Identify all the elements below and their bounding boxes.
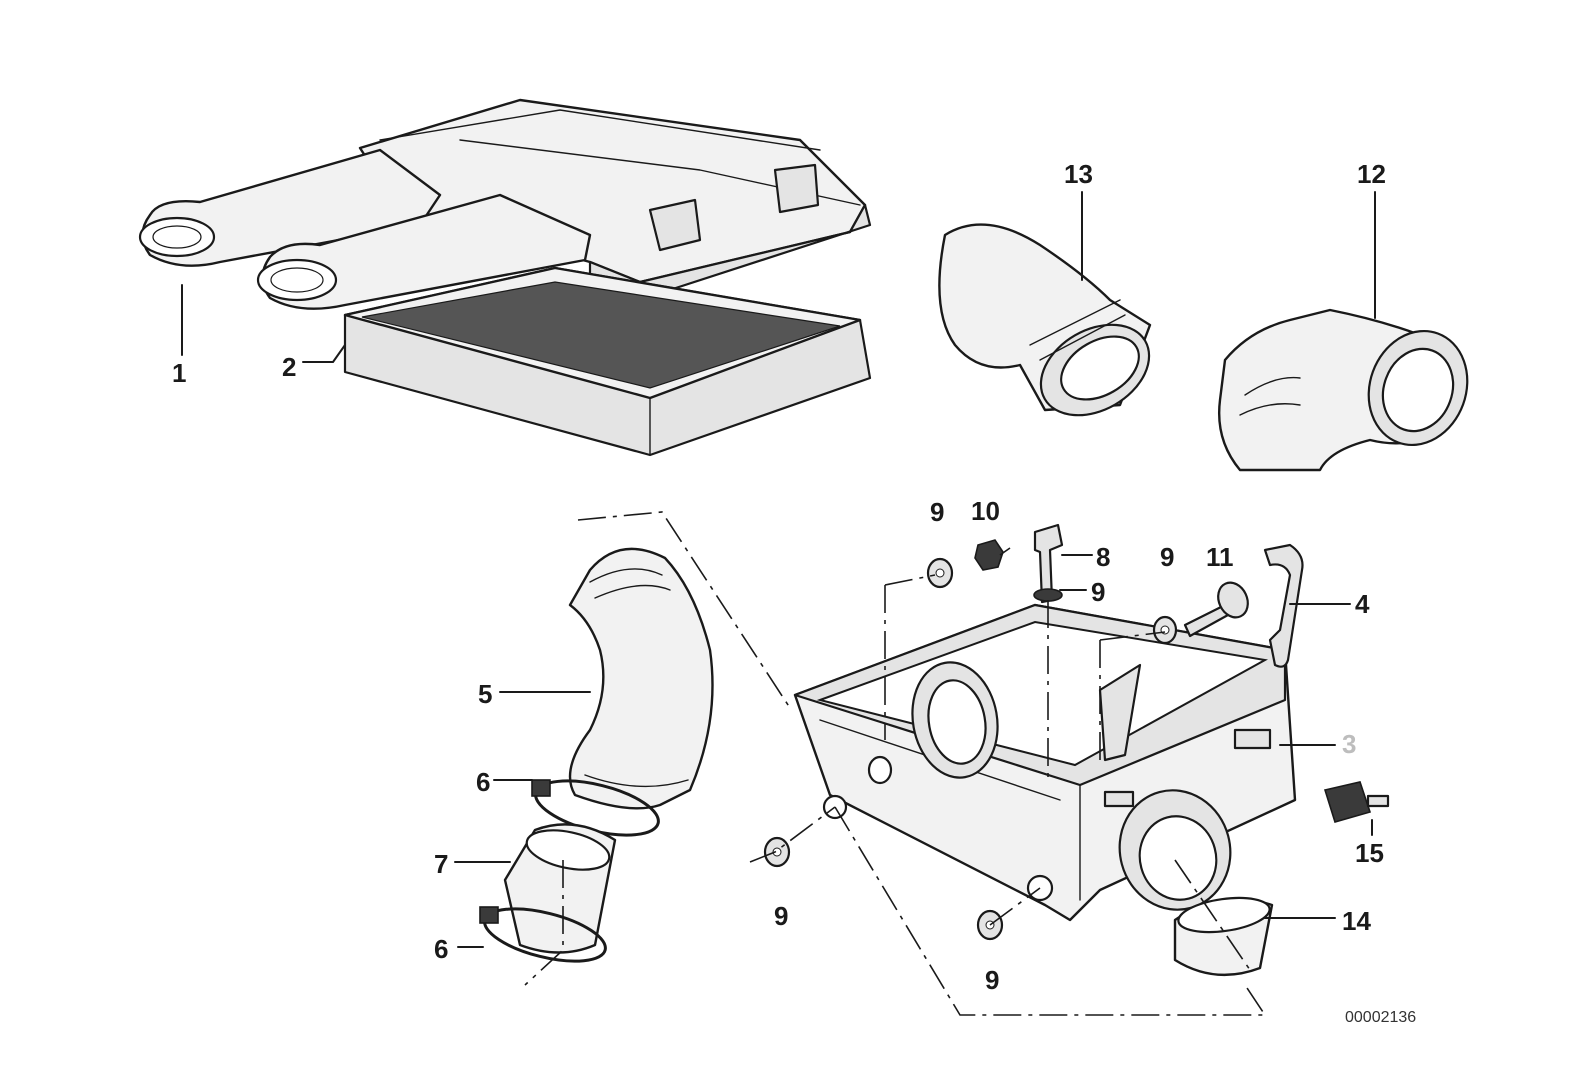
part-14-ring[interactable]: [1173, 893, 1274, 977]
part-7-hose-sleeve[interactable]: [503, 823, 617, 954]
part-2-filter-element[interactable]: [343, 266, 872, 457]
callout-10: 10: [971, 496, 1000, 526]
part-1-intake-cover[interactable]: [138, 98, 872, 310]
callout-9-right: 9: [1160, 542, 1174, 572]
assembly-lines: [524, 511, 1267, 1016]
callout-4: 4: [1355, 589, 1370, 619]
part-9-washer-top[interactable]: [926, 557, 954, 589]
callout-2: 2: [282, 352, 296, 382]
callout-9-bottom: 9: [985, 965, 999, 995]
drawing-number: 00002136: [1345, 1009, 1416, 1026]
part-9-washer-bolt[interactable]: [1033, 588, 1063, 602]
callout-9-top: 9: [930, 497, 944, 527]
callout-9-bolt: 9: [1091, 577, 1105, 607]
part-4-clip[interactable]: [1263, 543, 1304, 668]
part-15-sensor[interactable]: [1323, 781, 1390, 823]
part-9-washer-left[interactable]: [763, 836, 791, 868]
callout-labels: 1 2 3 4 5 6 6 7 8 9 9 9 9 9 10 11 12 13 …: [172, 159, 1416, 1026]
callout-8: 8: [1096, 542, 1110, 572]
callout-1: 1: [172, 358, 186, 388]
part-9-washer-right[interactable]: [1152, 615, 1178, 645]
part-12-elbow-hose[interactable]: [1218, 308, 1483, 472]
callout-15: 15: [1355, 838, 1384, 868]
part-3-air-box-housing[interactable]: [793, 603, 1297, 922]
callout-6-upper: 6: [476, 767, 490, 797]
part-10-nut[interactable]: [974, 539, 1004, 571]
callout-3: 3: [1342, 729, 1356, 759]
part-13-elbow-hose[interactable]: [938, 223, 1165, 434]
part-11-bolt[interactable]: [1183, 578, 1253, 638]
part-6-hose-clamp-lower[interactable]: [479, 899, 611, 972]
callout-6-lower: 6: [434, 934, 448, 964]
callout-14: 14: [1342, 906, 1371, 936]
callout-9-left: 9: [774, 901, 788, 931]
callout-13: 13: [1064, 159, 1093, 189]
callout-5: 5: [478, 679, 492, 709]
callout-11: 11: [1206, 542, 1234, 572]
callout-12: 12: [1357, 159, 1386, 189]
part-5-intake-hose[interactable]: [568, 547, 714, 810]
callout-7: 7: [434, 849, 448, 879]
leader-lines: [181, 191, 1376, 948]
